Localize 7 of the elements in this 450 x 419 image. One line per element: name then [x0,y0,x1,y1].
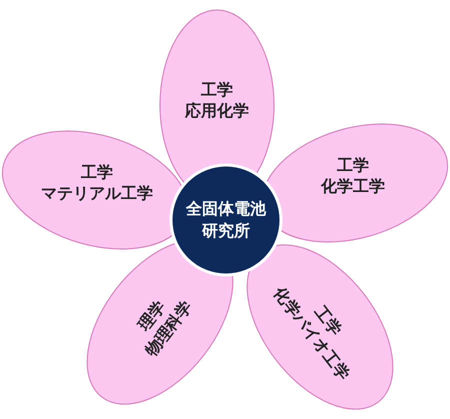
department-label: マテリアル工学 [41,182,154,204]
department-label: 応用化学 [185,100,249,121]
department-label: 化学工学 [320,175,385,196]
institute-label: 全固体電池研究所 [185,198,267,242]
faculty-label: 工学 [201,79,233,100]
faculty-label: 工学 [81,161,114,182]
faculty-label: 工学 [336,154,369,176]
